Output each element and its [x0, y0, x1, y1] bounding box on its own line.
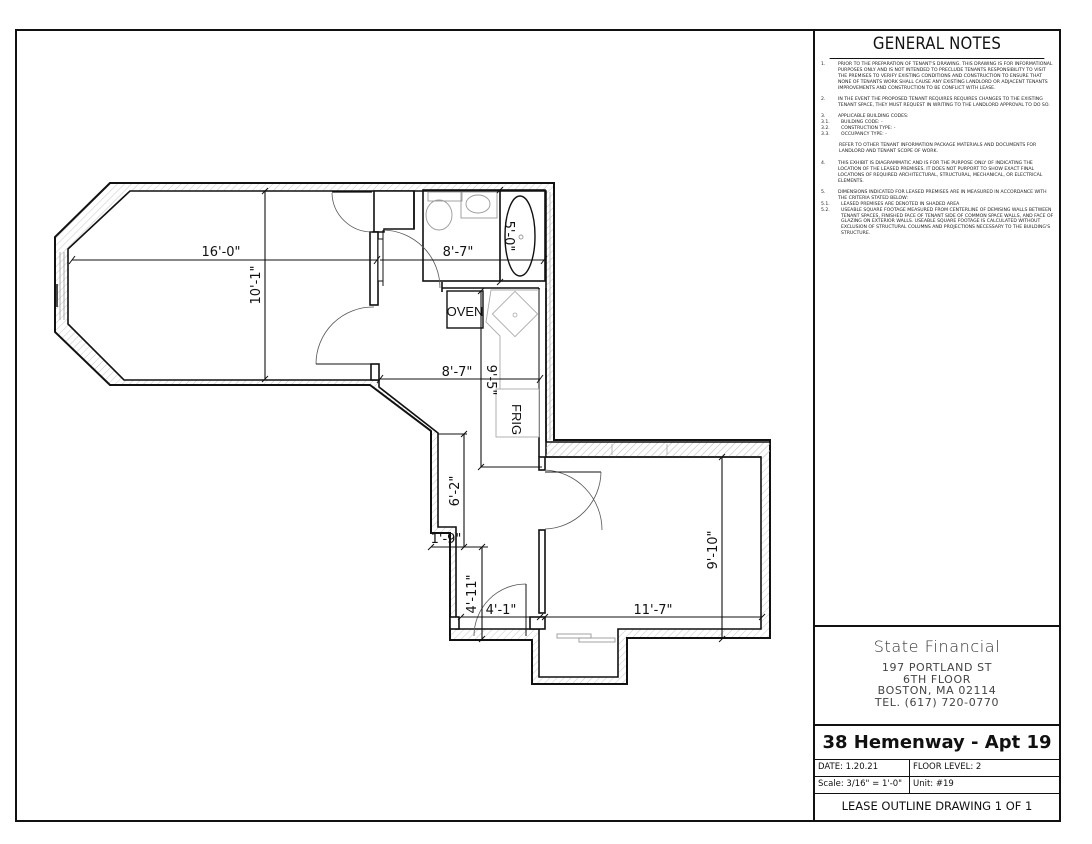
info-row-scale-unit: Scale: 3/16" = 1'-0" Unit: #19 [815, 776, 1059, 793]
kitchen-fixtures: OVEN FRIG [446, 289, 540, 438]
dimension-ticks [68, 186, 766, 643]
drawing-sheet: OVEN FRIG [15, 29, 1061, 822]
dim-hall-jog: 1'-9" [431, 532, 462, 547]
sink-basin [465, 194, 491, 214]
note-3-2: 3.2. CONSTRUCTION TYPE: - [821, 126, 896, 132]
bay-window [59, 252, 65, 320]
note-5-2: 5.2. USEABLE SQUARE FOOTAGE MEASURED FRO… [821, 207, 1054, 237]
dim-bath-width: 8'-7" [443, 245, 474, 260]
dim-hall-length: 6'-2" [448, 476, 463, 507]
note-2: 2. IN THE EVENT THE PROPOSED TENANT REQU… [821, 97, 1050, 108]
dim-living-depth: 10'-1" [249, 265, 264, 304]
drawing-footer: LEASE OUTLINE DRAWING 1 OF 1 [815, 793, 1059, 820]
date-field: DATE: 1.20.21 [815, 760, 910, 776]
note-1: 1. PRIOR TO THE PREPARATION OF TENANT'S … [821, 62, 1053, 91]
dim-kitchen-depth: 9'-5" [483, 365, 498, 396]
floor-level-field: FLOOR LEVEL: 2 [913, 762, 982, 772]
dim-tub-length: 5'-0" [501, 221, 516, 252]
note-3: 3. APPLICABLE BUILDING CODES: [821, 114, 909, 120]
toilet-tank [427, 191, 463, 202]
note-3-3: 3.3. OCCUPANCY TYPE: - [821, 132, 887, 138]
note-3-extra: REFER TO OTHER TENANT INFORMATION PACKAG… [839, 143, 1037, 155]
general-notes-title: GENERAL NOTES [829, 31, 1045, 59]
door-swings [315, 191, 603, 637]
oven-label: OVEN [447, 304, 484, 319]
dimension-lines [72, 190, 762, 639]
bathroom-fixtures [425, 191, 536, 277]
company-address: 197 PORTLAND ST 6TH FLOOR BOSTON, MA 021… [874, 661, 1000, 709]
bathtub [504, 195, 536, 277]
bedroom-top-wall [546, 441, 770, 458]
dim-kitchen-width: 8'-7" [442, 365, 473, 380]
kitchen-sink [491, 290, 539, 338]
note-3-1: 3.1. BUILDING CODE: - [821, 120, 883, 126]
fridge-label: FRIG [509, 404, 524, 435]
dim-entry-depth: 4'-11" [465, 574, 480, 613]
note-4: 4. THIS EXHIBIT IS DIAGRAMMATIC AND IS F… [821, 160, 1043, 184]
sink-counter [460, 191, 498, 219]
scale-field: Scale: 3/16" = 1'-0" [815, 777, 910, 793]
dim-living-width: 16'-0" [201, 245, 240, 260]
company-block: State Financial 197 PORTLAND ST 6TH FLOO… [815, 625, 1059, 724]
refrigerator [495, 388, 540, 438]
project-title: 38 Hemenway - Apt 19 [815, 724, 1059, 759]
bedroom-closet-doors [556, 633, 616, 643]
note-5: 5. DIMENSIONS INDICATED FOR LEASED PREMI… [821, 189, 1047, 201]
note-5-1: 5.1. LEASED PREMISES ARE DENOTED IN SHAD… [821, 201, 960, 207]
oven [446, 290, 484, 329]
toilet-bowl [425, 199, 453, 231]
floor-plan: OVEN FRIG [17, 31, 813, 820]
unit-field: Unit: #19 [913, 779, 954, 789]
dim-entry-width: 4'-1" [486, 603, 517, 618]
dimension-labels: 16'-0" 10'-1" 8'-7" 5'-0" 8'-7" 9'-5" 6'… [201, 221, 721, 618]
title-block: GENERAL NOTES 1. PRIOR TO THE PREPARATIO… [813, 31, 1059, 820]
dim-bedroom-depth: 9'-10" [706, 530, 721, 569]
info-row-date-floor: DATE: 1.20.21 FLOOR LEVEL: 2 [815, 759, 1059, 776]
dim-bedroom-width: 11'-7" [633, 603, 672, 618]
company-name: State Financial [873, 637, 1001, 656]
general-notes: 1. PRIOR TO THE PREPARATION OF TENANT'S … [815, 59, 1059, 237]
